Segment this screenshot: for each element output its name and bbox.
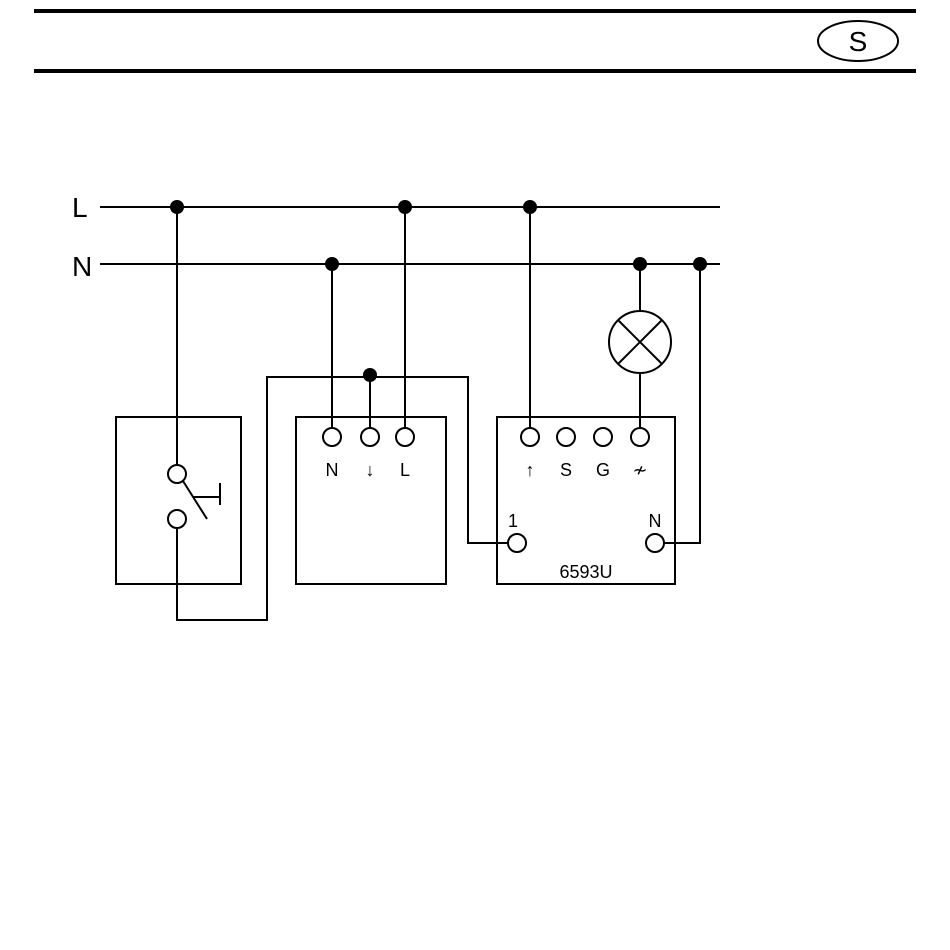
unit-b-terminal-dimmed — [631, 428, 649, 446]
unit-b-label-1: 1 — [508, 511, 518, 531]
push-button-switch-icon — [168, 465, 220, 528]
unit-b-terminal-input — [521, 428, 539, 446]
push-button-box — [116, 417, 241, 584]
push-button-contact — [183, 481, 207, 519]
unit-b-model-label: 6593U — [559, 562, 612, 582]
bus-label-neutral: N — [72, 251, 92, 282]
junction-dot — [523, 200, 537, 214]
unit-a-label-l: L — [400, 460, 410, 480]
wire-neutral-to-unit-b-n — [664, 264, 700, 543]
junction-dot — [633, 257, 647, 271]
junction-dot — [398, 200, 412, 214]
junction-dot — [325, 257, 339, 271]
unit-b-label-input: ↑ — [526, 460, 535, 480]
unit-a-label-n: N — [326, 460, 339, 480]
push-button-terminal — [168, 510, 186, 528]
junction-dot — [693, 257, 707, 271]
junction-dot — [363, 368, 377, 382]
unit-b-label-n: N — [649, 511, 662, 531]
unit-b-label-s: S — [560, 460, 572, 480]
header: S — [34, 11, 916, 71]
unit-b-label-dimmed: ≁ — [632, 460, 647, 480]
unit-a-terminal-output — [361, 428, 379, 446]
push-button-switch — [116, 417, 241, 584]
unit-b-terminal-n — [646, 534, 664, 552]
unit-b-terminal-s — [557, 428, 575, 446]
unit-b-terminal-1 — [508, 534, 526, 552]
bus-lines: L N — [72, 192, 720, 282]
unit-b: ↑ S G ≁ 1 N 6593U — [497, 417, 675, 584]
push-button-terminal — [168, 465, 186, 483]
unit-a-label-output: ↓ — [366, 460, 375, 480]
junction-dot — [170, 200, 184, 214]
wires — [177, 207, 700, 620]
unit-b-label-g: G — [596, 460, 610, 480]
unit-a-terminal-l — [396, 428, 414, 446]
language-badge: S — [849, 26, 868, 57]
lamp-icon — [609, 311, 671, 373]
unit-a: N ↓ L — [296, 417, 446, 584]
bus-label-line: L — [72, 192, 88, 223]
unit-b-terminal-g — [594, 428, 612, 446]
unit-a-terminal-n — [323, 428, 341, 446]
